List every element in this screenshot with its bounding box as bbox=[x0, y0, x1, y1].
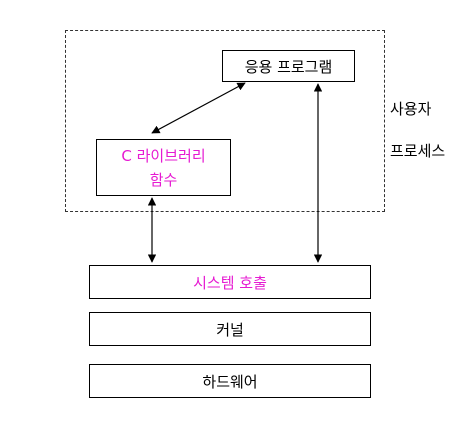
hardware-box: 하드웨어 bbox=[89, 364, 371, 398]
system-call-box: 시스템 호출 bbox=[89, 265, 371, 299]
process-label: 프로세스 bbox=[390, 142, 446, 160]
c-library-label-line2: 함수 bbox=[149, 170, 178, 189]
system-call-label: 시스템 호출 bbox=[193, 273, 267, 292]
kernel-label: 커널 bbox=[216, 320, 244, 339]
c-library-label-line1: C 라이브러리 bbox=[121, 146, 206, 165]
user-process-region bbox=[65, 30, 385, 212]
c-library-function-box: C 라이브러리 함수 bbox=[96, 139, 231, 196]
arrow-app-to-clib bbox=[151, 82, 246, 134]
application-program-label: 응용 프로그램 bbox=[244, 57, 333, 76]
application-program-box: 응용 프로그램 bbox=[222, 50, 355, 82]
user-label: 사용자 bbox=[390, 100, 432, 118]
hardware-label: 하드웨어 bbox=[202, 372, 258, 391]
kernel-box: 커널 bbox=[89, 312, 371, 346]
